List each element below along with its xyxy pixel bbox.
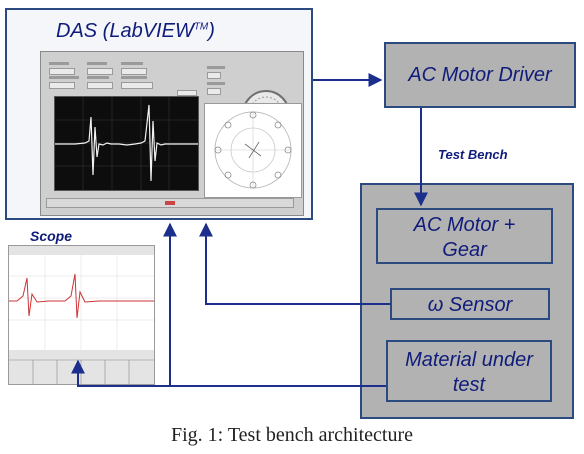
arrow-material-to-scope (78, 361, 170, 386)
figure-caption: Fig. 1: Test bench architecture (0, 424, 584, 447)
arrow-sensor-to-das (206, 224, 390, 304)
